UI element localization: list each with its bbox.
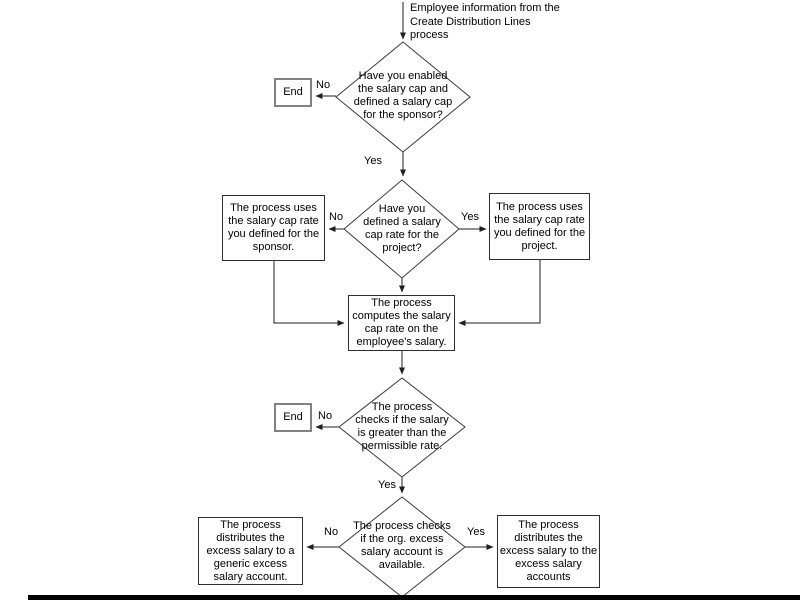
label-d4-no: No (324, 526, 339, 538)
decision-salary-greater-shape (338, 377, 466, 478)
decision-salary-cap-enabled-shape (335, 41, 471, 153)
label-d1-yes: Yes (364, 155, 382, 167)
end-node-middle: End (274, 403, 312, 432)
end-node-top: End (274, 78, 312, 107)
label-d2-no: No (329, 211, 344, 223)
window-edge-bar (28, 595, 800, 600)
label-d3-yes: Yes (378, 479, 396, 491)
label-d3-no: No (318, 410, 333, 422)
label-d4-yes: Yes (467, 526, 485, 538)
edge-sponsor-to-compute (273, 261, 345, 326)
edge-project-to-compute (458, 260, 541, 326)
label-d2-yes: Yes (461, 211, 479, 223)
decision-rate-project-shape (343, 179, 460, 279)
label-d1-no: No (316, 79, 331, 91)
